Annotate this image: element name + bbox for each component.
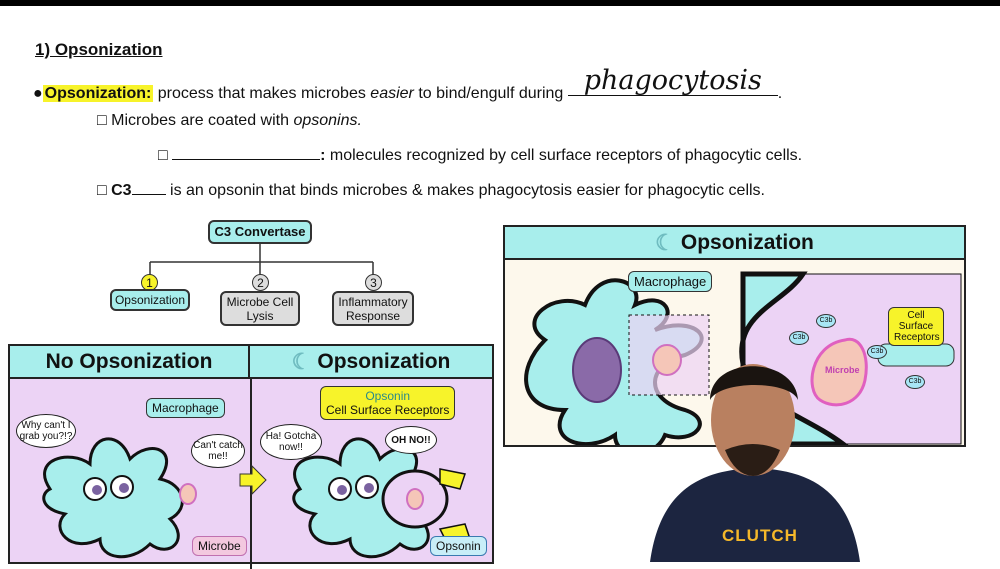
receptors-label: Cell Surface Receptors <box>888 307 944 346</box>
step-number: 2 <box>252 274 269 291</box>
tree-inflammatory-response: Inflammatory Response <box>332 291 414 326</box>
top-bar <box>0 0 1000 6</box>
c3-convertase-box: C3 Convertase <box>208 220 312 244</box>
tree-microbe-cell-lysis: Microbe Cell Lysis <box>220 291 300 326</box>
shirt-logo: CLUTCH <box>722 526 798 545</box>
bullet-opsonin-definition: □ : molecules recognized by cell surface… <box>158 147 803 164</box>
macrophage-label: Macrophage <box>146 398 225 418</box>
macrophage-label: Macrophage <box>628 271 713 292</box>
microbe-label: Microbe <box>825 365 860 375</box>
tree-connectors <box>149 244 374 276</box>
step-number: 3 <box>365 274 382 291</box>
bullet-c3: □ C3 is an opsonin that binds microbes &… <box>97 182 765 199</box>
no-opsonization-header: No Opsonization <box>10 346 250 379</box>
c3b-molecule: C3b <box>789 331 809 345</box>
c3b-molecule: C3b <box>905 375 925 389</box>
speech-bubble: Ha! Gotcha now!! <box>260 424 322 460</box>
c3b-molecule: C3b <box>867 345 887 359</box>
microbe-label: Microbe <box>192 536 247 556</box>
presenter-video <box>650 364 860 562</box>
slide-heading: 1) Opsonization <box>35 40 163 59</box>
fill-blank <box>172 159 321 160</box>
opsonization-header: ☾Opsonization <box>250 346 492 379</box>
bullet-opsonins: □ Microbes are coated with opsonins. <box>97 112 362 129</box>
highlighted-term: Opsonization: <box>42 85 154 102</box>
tree-opsonization: Opsonization <box>110 289 190 311</box>
speech-bubble: Can't catch me!! <box>191 434 245 468</box>
bullet-dot: ● <box>33 85 43 102</box>
comic-illustration <box>42 437 472 559</box>
answer-blank: phagocytosis <box>567 67 778 96</box>
diagram-header: ☾Opsonization <box>505 227 964 260</box>
handwritten-answer: phagocytosis <box>583 65 762 96</box>
bullet-definition: ●Opsonization: process that makes microb… <box>33 65 783 102</box>
c3b-molecule: C3b <box>816 314 836 328</box>
complement-c-icon: ☾ <box>655 229 675 255</box>
fill-blank <box>131 194 166 195</box>
complement-c-icon: ☾ <box>291 348 312 374</box>
speech-bubble: Why can't I grab you?!? <box>16 414 76 448</box>
speech-bubble: OH NO!! <box>385 426 437 454</box>
opsonin-label: Opsonin <box>430 536 487 556</box>
comic-panel: No Opsonization ☾Opsonization Macrophage… <box>8 344 494 569</box>
